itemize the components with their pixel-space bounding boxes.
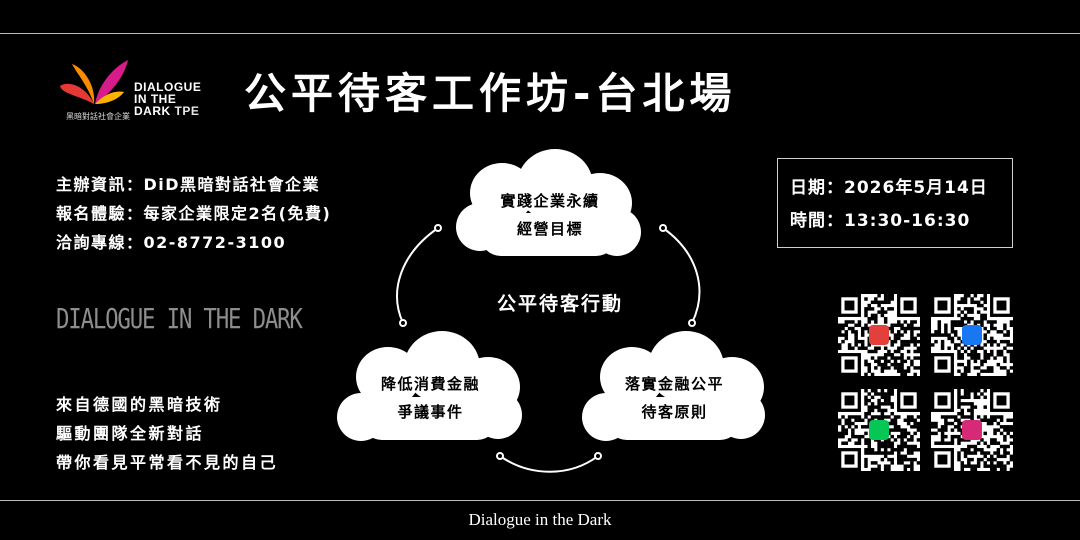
diagram-center-label: 公平待客行動 xyxy=(496,293,623,315)
cloud-top xyxy=(456,149,641,256)
cloud-left-text: 降低消費金融 爭議事件 xyxy=(358,370,503,426)
qr-code-facebook[interactable] xyxy=(931,294,1014,377)
cycle-arrows xyxy=(396,227,701,473)
qr-code-instagram[interactable] xyxy=(931,389,1014,472)
qr-code-website[interactable] xyxy=(838,294,921,377)
facebook-icon xyxy=(962,325,982,345)
logo-line-2: IN THE xyxy=(134,92,177,106)
logo-tpe: TPE xyxy=(174,104,200,118)
event-time: 時間：13:30-16:30 xyxy=(790,211,971,231)
logo-line-3: DARK xyxy=(134,104,171,118)
butterfly-icon xyxy=(60,60,128,104)
arc-left xyxy=(396,227,439,324)
arc-right xyxy=(662,227,701,324)
dialogue-logo-icon xyxy=(869,325,889,345)
cloud-top-line-1: 實踐企業永續 xyxy=(500,192,600,210)
page-title: 公平待客工作坊-台北場 xyxy=(244,69,737,118)
line-icon xyxy=(869,420,889,440)
cloud-right xyxy=(582,331,765,441)
cloud-right-line-1: 落實金融公平 xyxy=(624,375,724,393)
cloud-left xyxy=(337,331,522,441)
qr-code-line[interactable] xyxy=(838,389,921,472)
bottom-divider xyxy=(0,500,1080,501)
cloud-top-text: 實踐企業永續 經營目標 xyxy=(475,187,625,243)
slogan-line-1: 來自德國的黑暗技術 xyxy=(56,395,223,414)
arc-bottom xyxy=(499,455,599,473)
event-datetime-box: 日期：2026年5月14日 時間：13:30-16:30 xyxy=(777,158,1013,248)
footer-brand: Dialogue in the Dark xyxy=(468,510,612,529)
cloud-top-line-2: 經營目標 xyxy=(516,220,583,238)
brand-wordmark: Dialogue in the Dark xyxy=(56,302,303,335)
cycle-diagram: 公平待客行動 實踐企業永續 經營目標 降低消費金融 爭議事件 落實金融公平 待客… xyxy=(330,145,790,475)
organizer-info: 主辦資訊：DiD黑暗對話社會企業 報名體驗：每家企業限定2名(免費) 洽詢專線：… xyxy=(56,170,331,257)
info-organizer: 主辦資訊：DiD黑暗對話社會企業 xyxy=(56,175,321,194)
info-registration: 報名體驗：每家企業限定2名(免費) xyxy=(56,204,332,223)
info-hotline: 洽詢專線：02-8772-3100 xyxy=(56,233,287,252)
logo-subtitle: 黑暗對話社會企業 xyxy=(66,112,130,121)
cloud-right-text: 落實金融公平 待客原則 xyxy=(602,370,747,426)
top-divider xyxy=(0,33,1080,34)
cloud-right-line-2: 待客原則 xyxy=(641,403,708,421)
slogan: 來自德國的黑暗技術 驅動團隊全新對話 帶你看見平常看不見的自己 xyxy=(56,390,278,477)
instagram-icon xyxy=(962,420,982,440)
slogan-line-2: 驅動團隊全新對話 xyxy=(56,424,205,443)
cloud-left-line-2: 爭議事件 xyxy=(397,403,464,421)
cloud-left-line-1: 降低消費金融 xyxy=(380,375,480,393)
event-date: 日期：2026年5月14日 xyxy=(790,178,988,198)
logo-line-1: DIALOGUE xyxy=(134,80,202,94)
slogan-line-3: 帶你看見平常看不見的自己 xyxy=(56,453,279,472)
did-logo: DIALOGUE IN THE DARK TPE 黑暗對話社會企業 xyxy=(58,56,202,122)
